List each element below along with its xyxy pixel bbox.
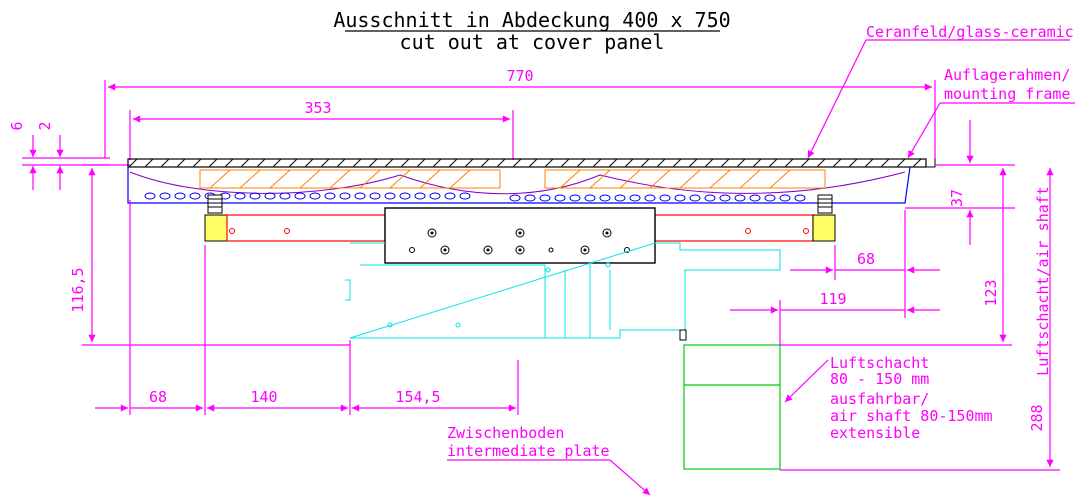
mounting-rail-right bbox=[654, 214, 836, 242]
dimension-288-label: 288 bbox=[1028, 404, 1046, 431]
label-mounting-frame-line-2: mounting frame bbox=[944, 85, 1070, 103]
label-mounting-frame: Auflagerahmen/ mounting frame bbox=[907, 66, 1075, 159]
label-intermediate-plate-line-2: intermediate plate bbox=[447, 442, 610, 460]
label-air-shaft-line-1: Luftschacht bbox=[830, 354, 929, 372]
dimension-154-5-label: 154,5 bbox=[395, 388, 440, 406]
dimension-37-label: 37 bbox=[948, 189, 966, 207]
label-glass-ceramic: Ceranfeld/glass-ceramic bbox=[807, 23, 1074, 159]
dimension-154-5: 154,5 bbox=[352, 360, 519, 415]
mounting-rail-left bbox=[204, 214, 386, 242]
dimension-37: 37 bbox=[905, 120, 1015, 245]
heater-springs bbox=[199, 169, 826, 189]
dimension-353: 353 bbox=[129, 99, 514, 160]
dimension-140-label: 140 bbox=[250, 388, 277, 406]
spring-clamp-left bbox=[207, 194, 223, 214]
label-mounting-frame-line-1: Auflagerahmen/ bbox=[944, 66, 1070, 84]
dimension-116-5: 116,5 bbox=[69, 164, 350, 346]
dimension-116-5-label: 116,5 bbox=[69, 267, 87, 312]
dimension-119: 119 bbox=[730, 290, 940, 345]
spring-clamp-right bbox=[817, 194, 833, 214]
dimension-2-label: 2 bbox=[36, 121, 54, 130]
label-air-shaft-line-4: air shaft 80-150mm bbox=[830, 407, 993, 425]
label-intermediate-plate-line-1: Zwischenboden bbox=[447, 424, 564, 442]
dimension-6-label: 6 bbox=[8, 121, 26, 130]
air-shaft bbox=[683, 344, 781, 470]
dimension-6: 6 bbox=[8, 121, 110, 190]
dimension-140: 140 bbox=[207, 340, 351, 415]
dimension-2: 2 bbox=[36, 121, 64, 190]
label-air-shaft-line-3: ausfahrbar/ bbox=[830, 390, 929, 408]
label-glass-ceramic-text: Ceranfeld/glass-ceramic bbox=[866, 23, 1074, 41]
dimension-68-right-label: 68 bbox=[857, 250, 875, 268]
glass-ceramic-panel bbox=[127, 158, 927, 168]
dimension-770: 770 bbox=[104, 67, 936, 158]
label-air-shaft-line-2: 80 - 150 mm bbox=[830, 370, 929, 388]
dimension-68-bottom-label: 68 bbox=[149, 388, 167, 406]
dimension-68-right: 68 bbox=[790, 210, 940, 318]
label-air-shaft-line-5: extensible bbox=[830, 424, 920, 442]
electronics-box bbox=[384, 207, 656, 264]
dimension-123-label: 123 bbox=[982, 279, 1000, 306]
title-line-1: Ausschnitt in Abdeckung 400 x 750 bbox=[333, 8, 730, 32]
dimension-353-label: 353 bbox=[304, 99, 331, 117]
air-shaft-vertical-label: Luftschacht/air shaft bbox=[1034, 186, 1052, 376]
dimension-123: 123 bbox=[780, 168, 1012, 346]
label-intermediate-plate: Zwischenboden intermediate plate bbox=[447, 424, 651, 496]
dimension-119-label: 119 bbox=[819, 290, 846, 308]
dimension-770-label: 770 bbox=[506, 67, 533, 85]
label-air-shaft: Luftschacht 80 - 150 mm ausfahrbar/ air … bbox=[784, 354, 993, 442]
title-line-2: cut out at cover panel bbox=[400, 30, 665, 54]
heating-element-ring bbox=[144, 192, 806, 202]
dimension-68-bottom: 68 bbox=[95, 200, 206, 415]
fan-unit bbox=[345, 242, 781, 339]
dimension-288: 288 bbox=[780, 168, 1060, 471]
